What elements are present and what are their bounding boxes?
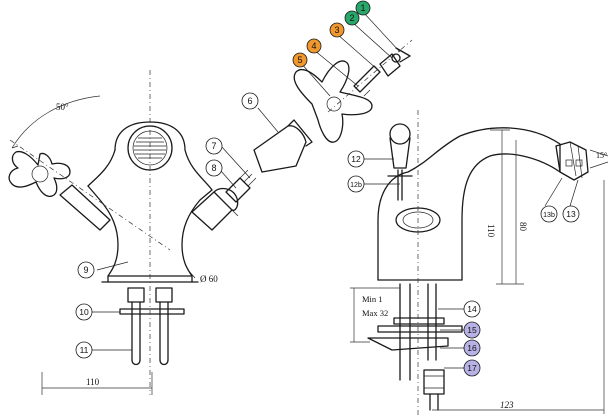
svg-text:15: 15: [467, 325, 477, 335]
callout-17: 17: [463, 359, 481, 377]
front-view: [8, 70, 257, 395]
angle-handle-label: 50°: [56, 102, 69, 112]
svg-text:4: 4: [311, 41, 316, 51]
deck-min-label: Min 1: [362, 294, 383, 304]
svg-text:5: 5: [297, 55, 302, 65]
callout-1: 1: [355, 0, 371, 16]
svg-text:6: 6: [247, 96, 252, 106]
height-total-label: 110: [486, 224, 496, 238]
svg-text:3: 3: [334, 25, 339, 35]
callout-12: 12: [347, 150, 365, 168]
svg-text:12: 12: [351, 154, 361, 164]
exploded-handle: [253, 11, 413, 173]
callout-5: 5: [292, 52, 308, 68]
reach-label: 123: [500, 400, 514, 410]
svg-text:17: 17: [467, 363, 477, 373]
callout-16: 16: [463, 339, 481, 357]
svg-text:14: 14: [467, 304, 477, 314]
callout-10: 10: [75, 303, 93, 321]
callout-13: 13: [562, 205, 580, 223]
svg-text:11: 11: [80, 345, 89, 355]
svg-text:13b: 13b: [543, 212, 555, 219]
height-spout-label: 80: [518, 222, 528, 232]
svg-text:2: 2: [349, 13, 354, 23]
deck-max-label: Max 32: [362, 308, 388, 318]
callout-13b: 13b: [540, 205, 558, 223]
callout-9: 9: [77, 261, 95, 279]
callout-4: 4: [306, 38, 322, 54]
callout-3: 3: [329, 22, 345, 38]
svg-text:7: 7: [211, 141, 216, 151]
callout-7: 7: [205, 137, 223, 155]
side-view: [350, 110, 609, 416]
svg-text:8: 8: [211, 163, 216, 173]
svg-text:10: 10: [79, 307, 89, 317]
callout-2: 2: [344, 10, 360, 26]
callout-14: 14: [463, 300, 481, 318]
callout-11: 11: [75, 341, 93, 359]
callout-6: 6: [241, 92, 259, 110]
callout-15: 15: [463, 321, 481, 339]
callout-8: 8: [205, 159, 223, 177]
svg-text:16: 16: [467, 343, 477, 353]
svg-text:12b: 12b: [350, 182, 362, 189]
svg-text:1: 1: [360, 3, 365, 13]
hole-diameter-label: Ø 60: [200, 274, 218, 284]
angle-spout-label: 15°: [596, 151, 607, 160]
base-width-label: 110: [86, 377, 100, 387]
callout-12b: 12b: [347, 175, 365, 193]
svg-text:13: 13: [566, 209, 576, 219]
svg-text:9: 9: [83, 265, 88, 275]
